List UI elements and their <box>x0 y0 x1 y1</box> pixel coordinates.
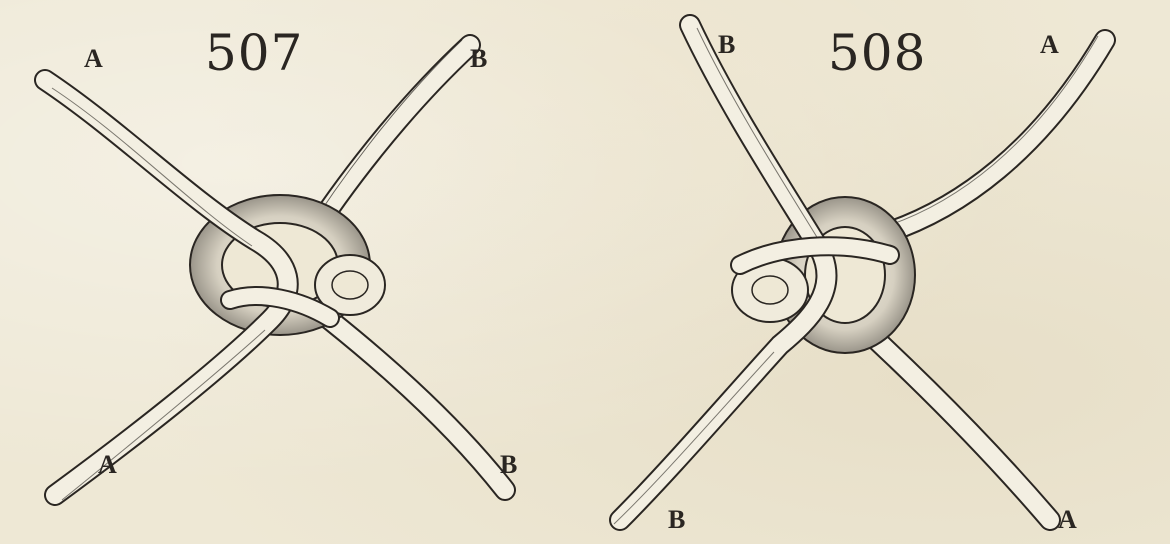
fig507-label-bottom-left: A <box>98 450 117 480</box>
fig508-label-top-right: A <box>1040 30 1059 60</box>
fig508-label-top-left: B <box>718 30 735 60</box>
figure-number-508: 508 <box>828 24 926 82</box>
fig507-label-top-left: A <box>84 44 103 74</box>
figure-number-507: 507 <box>205 24 303 82</box>
fig507-label-bottom-right: B <box>500 450 517 480</box>
fig507-label-top-right: B <box>470 44 487 74</box>
figure-508-knot <box>614 25 1105 524</box>
fig508-label-bottom-right: A <box>1058 505 1077 535</box>
fig508-label-bottom-left: B <box>668 505 685 535</box>
figure-507-knot <box>45 40 505 500</box>
